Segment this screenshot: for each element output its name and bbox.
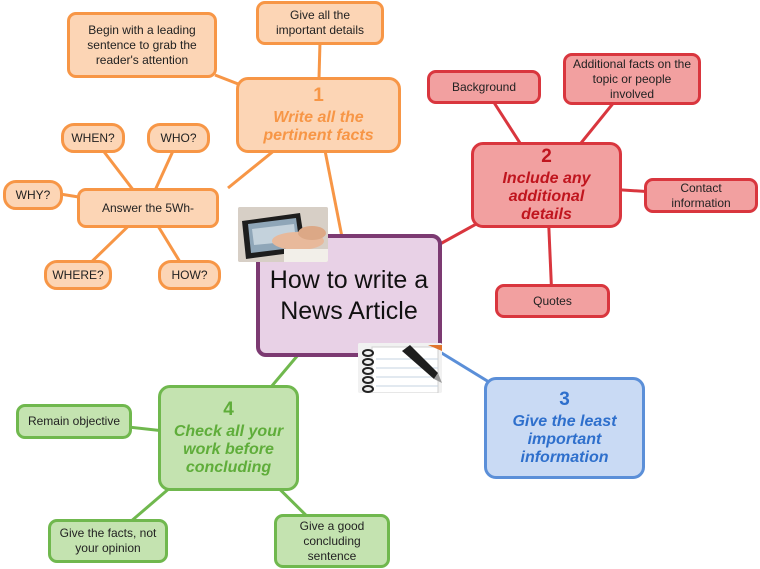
leaf-when: WHEN? (61, 123, 125, 153)
leaf-remain-objective: Remain objective (16, 404, 132, 439)
leaf-quotes: Quotes (495, 284, 610, 318)
leaf-how: HOW? (158, 260, 221, 290)
leaf-who: WHO? (147, 123, 210, 153)
branch-2-number: 2 (541, 146, 552, 167)
branch-4-number: 4 (223, 399, 234, 420)
leaf-five-w: Answer the 5Wh- (77, 188, 219, 228)
notebook-pen-photo (358, 343, 442, 393)
branch-3-box: 3 Give the least important information (484, 377, 645, 479)
branch-3-title: Give the least important information (512, 413, 617, 466)
branch-1-number: 1 (313, 85, 324, 106)
branch-2-box: 2 Include any additional details (471, 142, 622, 228)
leaf-important-details: Give all the important details (256, 1, 384, 45)
branch-4-box: 4 Check all your work before concluding (158, 385, 299, 491)
branch-3-number: 3 (559, 389, 570, 410)
leaf-where: WHERE? (44, 260, 112, 290)
leaf-contact-information: Contact information (644, 178, 758, 213)
leaf-additional-facts: Additional facts on the topic or people … (563, 53, 701, 105)
leaf-concluding-sentence: Give a good concluding sentence (274, 514, 390, 568)
leaf-leading-sentence: Begin with a leading sentence to grab th… (67, 12, 217, 78)
branch-4-title: Check all your work before concluding (173, 423, 284, 476)
branch-2-title: Include any additional details (502, 170, 591, 223)
branch-1-title: Write all the pertinent facts (263, 109, 374, 144)
leaf-why: WHY? (3, 180, 63, 210)
center-topic: How to write a News Article (256, 234, 442, 357)
branch-1-box: 1 Write all the pertinent facts (236, 77, 401, 153)
tablet-typing-photo (238, 207, 328, 262)
leaf-background: Background (427, 70, 541, 104)
center-title: How to write a News Article (269, 265, 429, 325)
leaf-facts-not-opinion: Give the facts, not your opinion (48, 519, 168, 563)
